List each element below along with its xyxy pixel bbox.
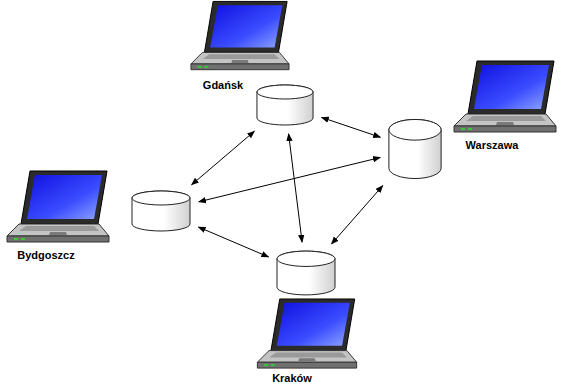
laptop-icon bbox=[454, 61, 556, 132]
database-cylinder bbox=[131, 190, 191, 232]
laptop-icon bbox=[7, 171, 109, 242]
laptop-icon bbox=[191, 1, 289, 69]
replication-arrow bbox=[332, 186, 383, 244]
replication-arrow bbox=[199, 158, 380, 202]
database-cylinder bbox=[388, 118, 442, 180]
city-label: Kraków bbox=[272, 372, 312, 385]
database-site: Warszawa bbox=[388, 118, 442, 180]
replication-arrow bbox=[192, 131, 255, 185]
replication-arrow bbox=[322, 117, 381, 137]
database-site: Bydgoszcz bbox=[131, 190, 191, 232]
city-label: Warszawa bbox=[466, 139, 519, 152]
city-label: Gdańsk bbox=[203, 79, 243, 92]
city-label: Bydgoszcz bbox=[17, 249, 74, 262]
database-cylinder bbox=[256, 84, 314, 126]
database-site: Kraków bbox=[276, 250, 336, 296]
replication-arrow bbox=[289, 134, 303, 242]
database-site: Gdańsk bbox=[256, 84, 314, 126]
replication-arrow bbox=[198, 227, 268, 257]
laptop-icon bbox=[257, 299, 356, 368]
database-cylinder bbox=[276, 250, 336, 296]
